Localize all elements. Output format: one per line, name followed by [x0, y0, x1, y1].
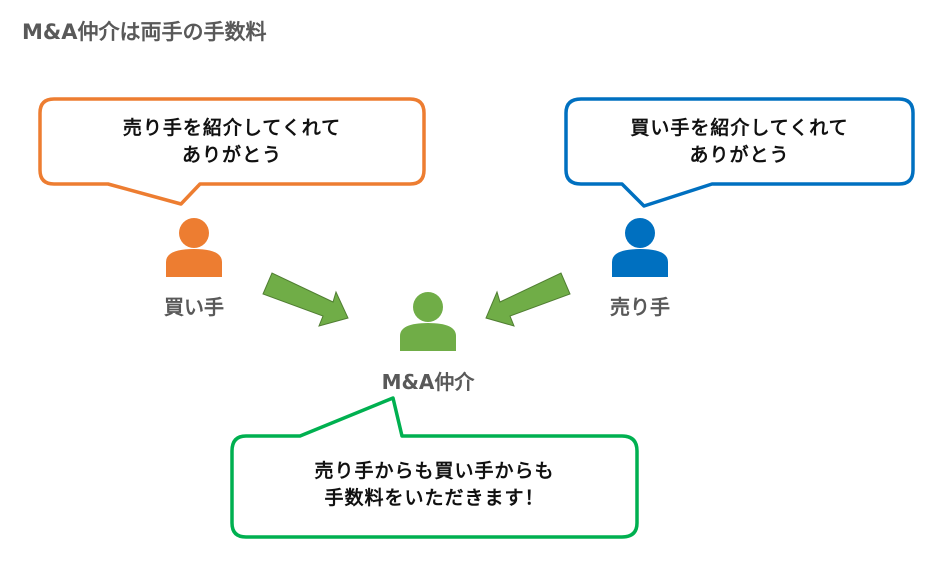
- buyer-bubble-line-1: 売り手を紹介してくれて: [122, 117, 342, 139]
- seller-speech-bubble: [564, 97, 915, 208]
- buyer-speech-bubble: [38, 97, 426, 206]
- seller-person-icon: [612, 218, 668, 277]
- arrow-right-down-icon: [262, 272, 349, 327]
- broker-bubble-text: 売り手からも買い手からも 手数料をいただきます！: [232, 458, 637, 512]
- buyer-label: 買い手: [164, 295, 224, 319]
- broker-person-icon: [400, 292, 456, 351]
- broker-bubble-line-1: 売り手からも買い手からも: [314, 460, 555, 482]
- seller-bubble-line-2: ありがとう: [689, 144, 790, 166]
- seller-bubble-line-1: 買い手を紹介してくれて: [630, 117, 849, 139]
- buyer-person-icon: [166, 218, 222, 277]
- arrow-left-down-icon: [485, 272, 571, 327]
- buyer-bubble-text: 売り手を紹介してくれて ありがとう: [40, 115, 424, 169]
- broker-speech-bubble: [230, 396, 639, 539]
- seller-label: 売り手: [610, 295, 670, 319]
- seller-bubble-text: 買い手を紹介してくれて ありがとう: [566, 115, 913, 169]
- broker-label: M&A仲介: [381, 370, 475, 394]
- broker-bubble-line-2: 手数料をいただきます！: [324, 487, 545, 509]
- page-title: M&A仲介は両手の手数料: [22, 20, 267, 44]
- buyer-bubble-line-2: ありがとう: [181, 144, 282, 166]
